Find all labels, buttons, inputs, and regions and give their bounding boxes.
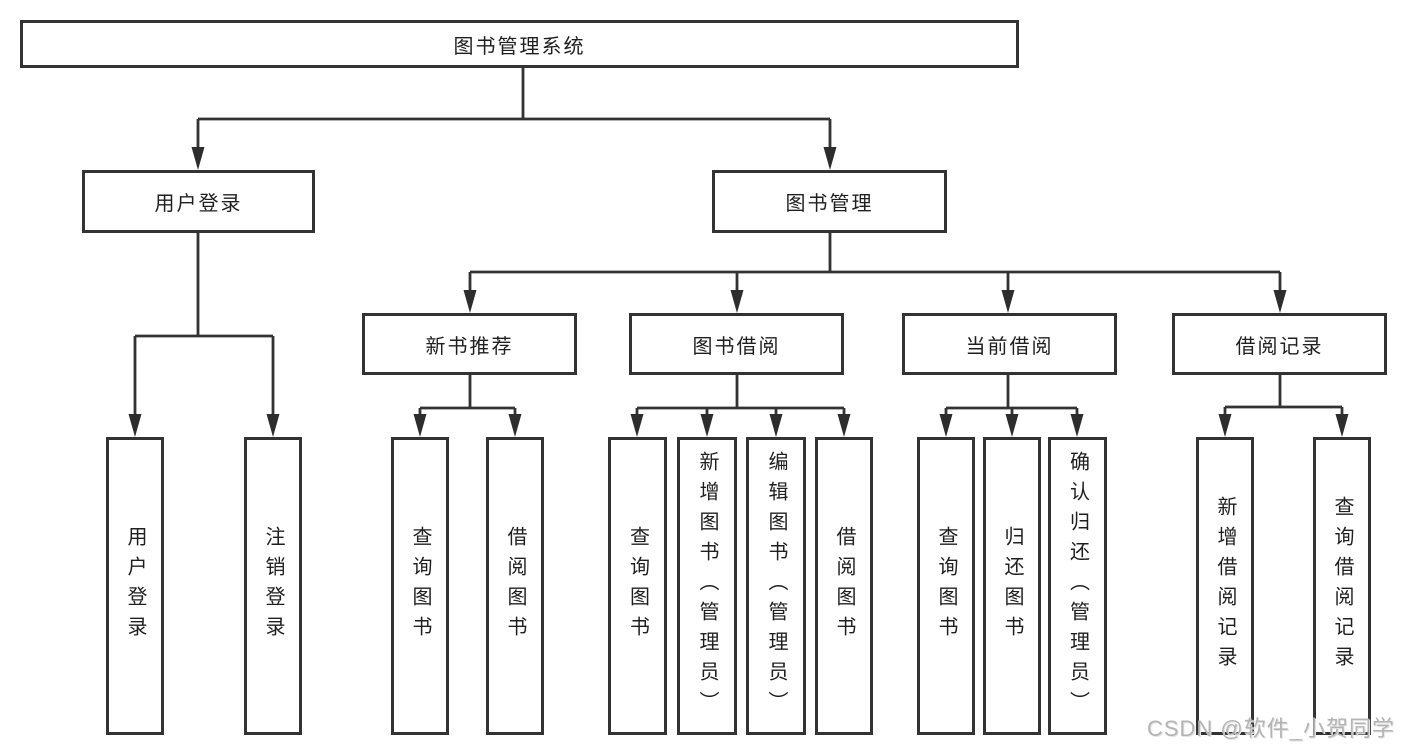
leaf-query-books-recommend: 查询图书 <box>391 437 449 735</box>
node-label: 新书推荐 <box>425 335 514 358</box>
node-label: 当前借阅 <box>965 335 1054 358</box>
node-user-login: 用户登录 <box>82 170 315 233</box>
node-label: 确认归还（管理员） <box>1066 451 1089 721</box>
leaf-user-login: 用户登录 <box>106 437 164 735</box>
node-label: 编辑图书（管理员） <box>765 451 787 721</box>
leaf-confirm-return-admin: 确认归还（管理员） <box>1048 437 1107 735</box>
node-label: 查询借阅记录 <box>1331 496 1353 676</box>
node-label: 新增借阅记录 <box>1214 496 1236 676</box>
node-label: 借阅图书 <box>833 526 855 646</box>
node-label: 查询图书 <box>935 526 957 646</box>
node-label: 借阅图书 <box>504 526 526 646</box>
node-borrowing-records: 借阅记录 <box>1172 313 1387 375</box>
leaf-query-books-current: 查询图书 <box>917 437 975 735</box>
node-book-management: 图书管理 <box>712 170 947 233</box>
csdn-watermark: CSDN @软件_小贺同学 <box>1146 716 1395 741</box>
node-label: 归还图书 <box>1001 526 1023 646</box>
node-library-management-system: 图书管理系统 <box>20 20 1019 68</box>
node-new-book-recommendation: 新书推荐 <box>362 313 577 375</box>
leaf-return-book: 归还图书 <box>983 437 1041 735</box>
node-label: 用户登录 <box>124 526 146 646</box>
leaf-borrow-book: 借阅图书 <box>815 437 873 735</box>
leaf-logout: 注销登录 <box>244 437 302 735</box>
node-label: 借阅记录 <box>1235 335 1324 358</box>
node-label: 用户登录 <box>154 193 243 215</box>
node-label: 新增图书（管理员） <box>696 451 718 721</box>
node-label: 图书管理系统 <box>453 35 586 58</box>
leaf-add-book-admin: 新增图书（管理员） <box>677 437 737 735</box>
leaf-edit-book-admin: 编辑图书（管理员） <box>746 437 806 735</box>
node-label: 查询图书 <box>409 526 431 646</box>
node-current-borrowing: 当前借阅 <box>902 313 1117 375</box>
node-label: 图书管理 <box>785 193 874 215</box>
node-book-borrowing: 图书借阅 <box>629 313 844 375</box>
node-label: 注销登录 <box>262 526 284 646</box>
node-label: 图书借阅 <box>692 335 781 358</box>
leaf-borrow-books-recommend: 借阅图书 <box>486 437 544 735</box>
leaf-add-borrow-record: 新增借阅记录 <box>1196 437 1254 735</box>
leaf-query-borrow-record: 查询借阅记录 <box>1313 437 1371 735</box>
leaf-query-books-borrowing: 查询图书 <box>608 437 667 735</box>
node-label: 查询图书 <box>626 526 649 646</box>
